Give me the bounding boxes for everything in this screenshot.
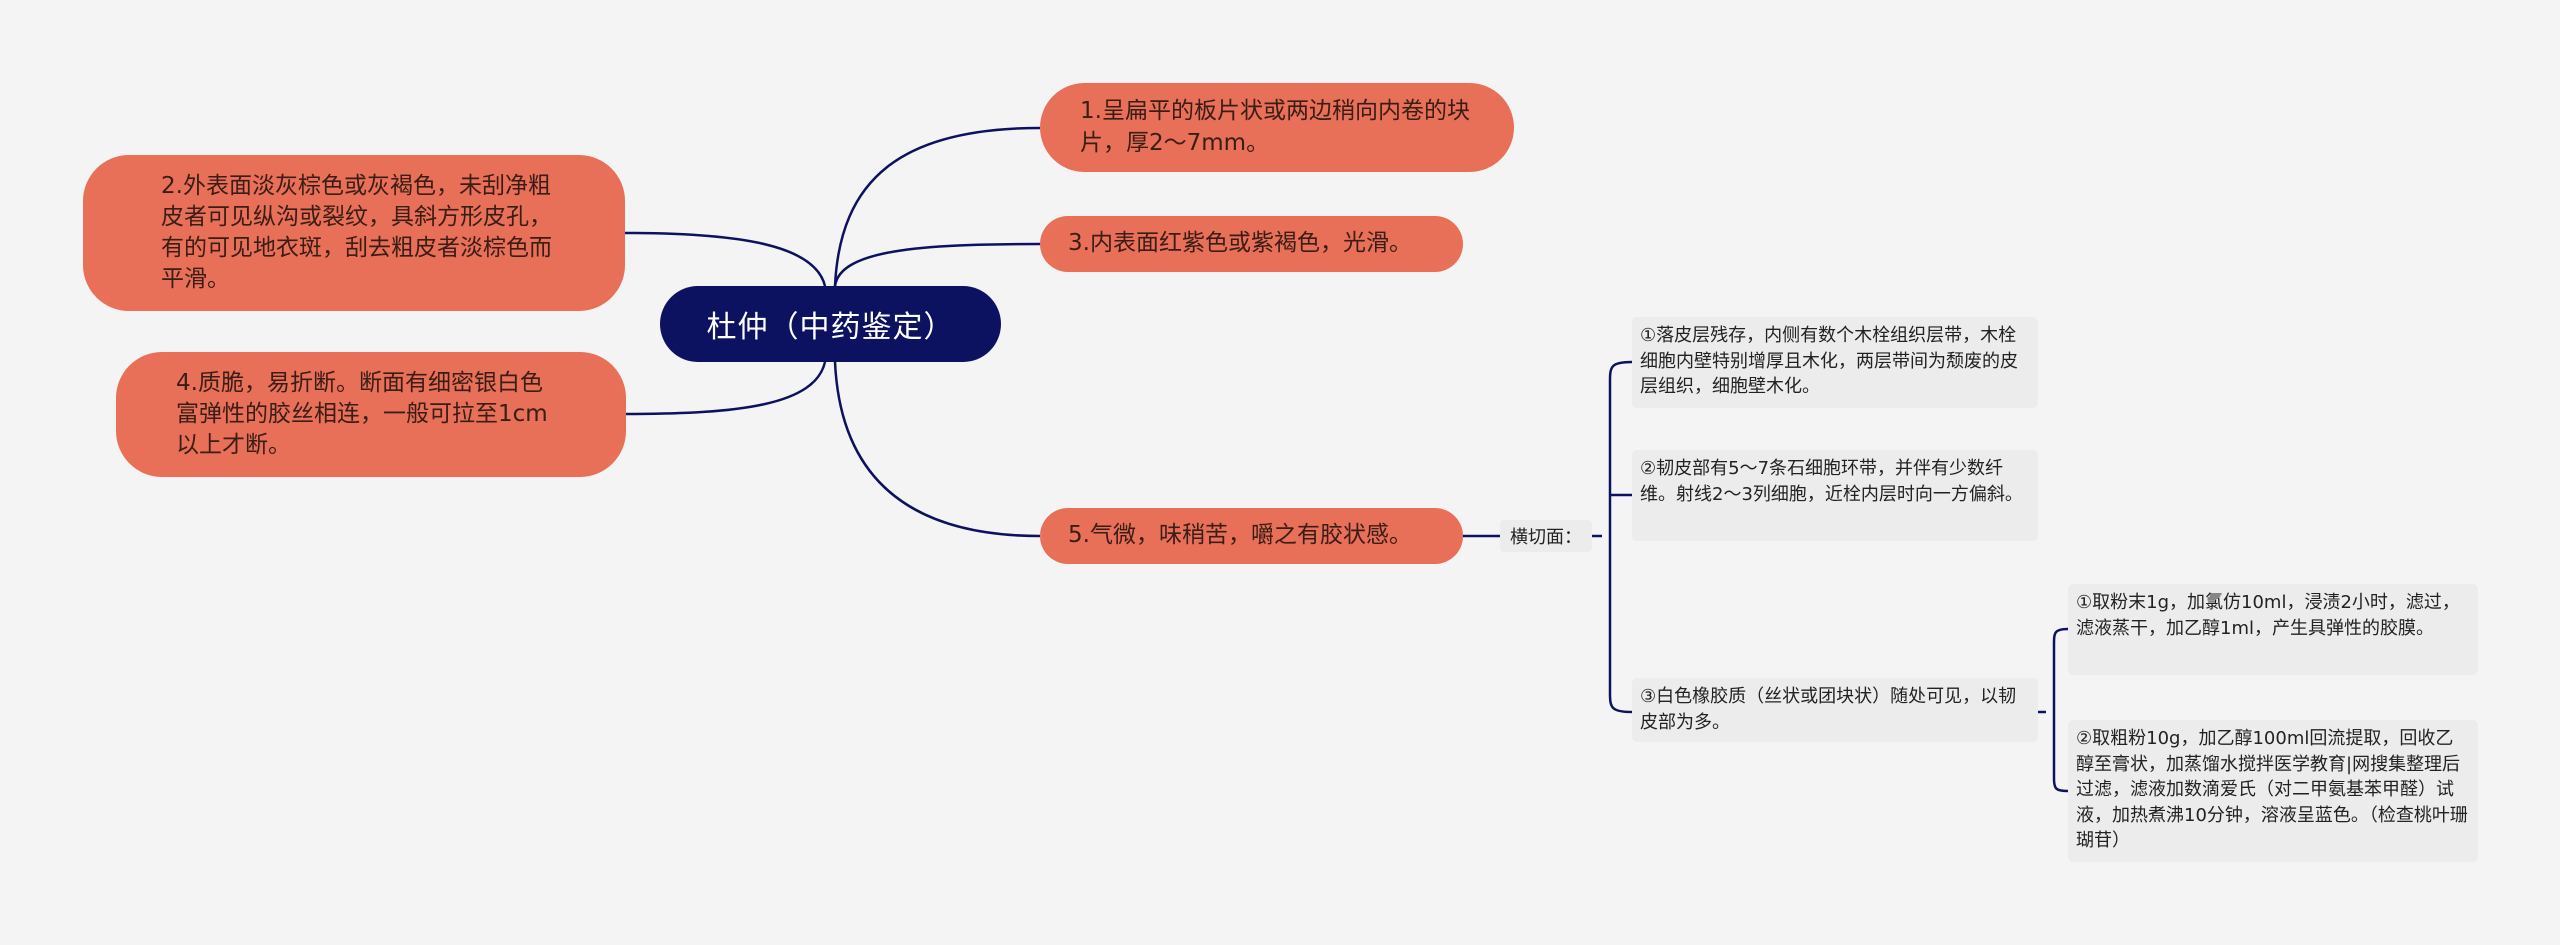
root-node[interactable]: 杜仲（中药鉴定）: [660, 286, 1001, 362]
connector-root-branch3: [833, 242, 1041, 287]
branch-text-outer-surface: 2.外表面淡灰棕色或灰褐色，未刮净粗皮者可见纵沟或裂纹，具斜方形皮孔，有的可见地…: [161, 172, 552, 293]
connector-root-branch4: [625, 361, 827, 416]
connector-root-branch1: [833, 126, 1041, 287]
branch-node-odor-taste[interactable]: 5.气微，味稍苦，嚼之有胶状感。: [1040, 508, 1463, 564]
bracket-cross-section: [1592, 360, 1633, 714]
branch-text-inner-surface: 3.内表面红紫色或紫褐色，光滑。: [1068, 230, 1412, 257]
branch-node-texture[interactable]: 4.质脆，易折断。断面有细密银白色富弹性的胶丝相连，一般可拉至1cm以上才断。: [116, 352, 626, 477]
branch-text-odor-taste: 5.气微，味稍苦，嚼之有胶状感。: [1068, 522, 1412, 549]
branch-text-shape: 1.呈扁平的板片状或两边稍向内卷的块片，厚2～7mm。: [1080, 98, 1470, 156]
branch-text-texture: 4.质脆，易折断。断面有细密银白色富弹性的胶丝相连，一般可拉至1cm以上才断。: [176, 369, 548, 459]
cross-section-label[interactable]: 横切面：: [1500, 520, 1592, 552]
leaf-node-chloroform-test[interactable]: ①取粉末1g，加氯仿10ml，浸渍2小时，滤过，滤液蒸干，加乙醇1ml，产生具弹…: [2068, 584, 2478, 675]
leaf-node-phloem[interactable]: ②韧皮部有5～7条石细胞环带，并伴有少数纤维。射线2～3列细胞，近栓内层时向一方…: [1632, 450, 2038, 541]
connector-root-branch2: [624, 231, 827, 287]
branch-node-outer-surface[interactable]: 2.外表面淡灰棕色或灰褐色，未刮净粗皮者可见纵沟或裂纹，具斜方形皮孔，有的可见地…: [83, 155, 625, 311]
connector-root-branch5: [833, 361, 1041, 538]
branch-node-shape[interactable]: 1.呈扁平的板片状或两边稍向内卷的块片，厚2～7mm。: [1040, 83, 1514, 172]
leaf-node-rubber[interactable]: ③白色橡胶质（丝状或团块状）随处可见，以韧皮部为多。: [1632, 678, 2038, 742]
bracket-leaf3: [2038, 627, 2069, 793]
branch-node-inner-surface[interactable]: 3.内表面红紫色或紫褐色，光滑。: [1040, 216, 1463, 272]
leaf-node-cork-layer[interactable]: ①落皮层残存，内侧有数个木栓组织层带，木栓细胞内壁特别增厚且木化，两层带间为颓废…: [1632, 317, 2038, 408]
leaf-node-ethanol-test[interactable]: ②取粗粉10g，加乙醇100ml回流提取，回收乙醇至膏状，加蒸馏水搅拌医学教育|…: [2068, 720, 2478, 862]
